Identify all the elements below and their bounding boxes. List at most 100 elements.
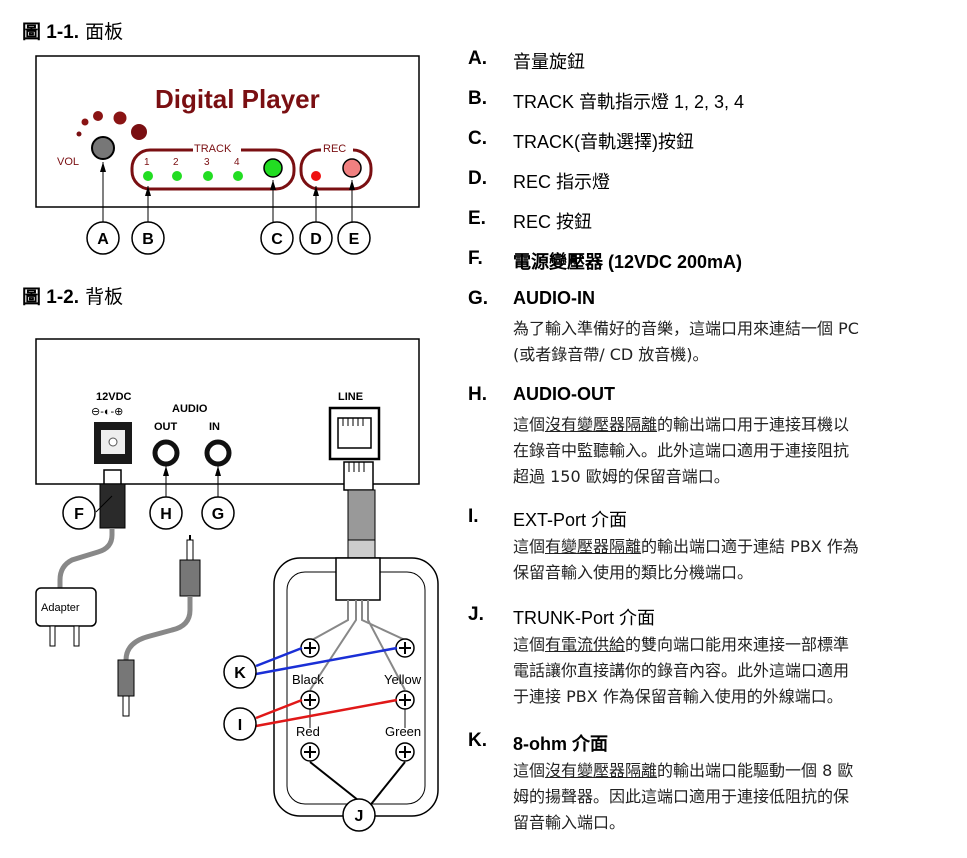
desc-line: 保留音輸入使用的類比分機端口。 (513, 563, 754, 582)
item-desc: 這個有電流供給的雙向端口能用來連接一部標準 電話讓你直接講你的錄音內容。此外這端… (513, 632, 953, 710)
svg-text:F: F (74, 506, 84, 523)
item-letter: F. (468, 248, 483, 269)
svg-text:I: I (238, 717, 242, 734)
item-letter: E. (468, 208, 486, 229)
item-letter: K. (468, 730, 487, 751)
vol-dot (93, 111, 103, 121)
item-head: TRACK(音軌選擇)按鈕 (513, 132, 694, 152)
figure-label: 圖 1-2. (22, 287, 80, 308)
rec-button[interactable] (342, 158, 362, 178)
audio-label: AUDIO (172, 403, 208, 415)
svg-text:K: K (234, 665, 246, 682)
track-number: 3 (204, 157, 210, 168)
item-letter: D. (468, 168, 487, 189)
track-number: 4 (234, 157, 240, 168)
callout-h: H (149, 496, 183, 530)
callout-b: B (131, 221, 165, 255)
desc-line: 電話讓你直接講你的錄音內容。此外這端口適用 (513, 661, 850, 680)
out-label: OUT (154, 421, 178, 433)
svg-text:D: D (310, 231, 322, 248)
desc-line: 這個有變壓器隔離的輸出端口適于連結 PBX 作為 (513, 537, 859, 556)
callout-e: E (337, 221, 371, 255)
item-head: 電源變壓器 (12VDC 200mA) (513, 252, 743, 272)
item-head: AUDIO-OUT (513, 384, 615, 404)
line-label: LINE (338, 391, 363, 403)
svg-text:J: J (355, 808, 364, 825)
wire-label-black: Black (292, 672, 324, 687)
track-led-2 (172, 171, 182, 181)
power-label: 12VDC (96, 391, 132, 403)
item-letter: C. (468, 128, 487, 149)
track-led-4 (233, 171, 243, 181)
svg-text:C: C (271, 231, 283, 248)
power-polarity: ⊖-◐-⊕ (91, 406, 123, 418)
callout-j: J (342, 798, 376, 832)
adapter (35, 587, 97, 627)
figure-name: 背板 (85, 286, 124, 308)
audio-out-jack[interactable] (152, 439, 180, 467)
desc-line: 留音輸入端口。 (513, 813, 626, 832)
item-letter: I. (468, 506, 479, 527)
figure-1-2-title: 圖 1-2. 背板 (22, 282, 123, 309)
item-desc: 這個沒有變壓器隔離的輸出端口能驅動一個 8 歐 姆的揚聲器。因此這端口適用于連接… (513, 758, 953, 836)
item-letter: A. (468, 48, 487, 69)
wire-label-red: Red (296, 724, 320, 739)
svg-text:G: G (212, 506, 224, 523)
desc-line: 這個有電流供給的雙向端口能用來連接一部標準 (513, 635, 850, 654)
adapter-label: Adapter (41, 602, 80, 614)
item-desc: 這個有變壓器隔離的輸出端口適于連結 PBX 作為 保留音輸入使用的類比分機端口。 (513, 534, 953, 586)
terminal-green (395, 690, 415, 710)
wire-label-yellow: Yellow (384, 672, 422, 687)
svg-text:A: A (97, 231, 109, 248)
audio-in-jack[interactable] (204, 439, 232, 467)
brand-label: Digital Player (155, 84, 320, 114)
front-panel: Digital Player VOL TRACK 1 2 3 4 REC (35, 55, 420, 255)
terminal-red (300, 690, 320, 710)
desc-line: 超過 150 歐姆的保留音端口。 (513, 467, 730, 486)
rec-led (311, 171, 321, 181)
track-led-1 (143, 171, 153, 181)
item-head: TRUNK-Port 介面 (513, 608, 656, 628)
vol-dot (113, 111, 127, 125)
svg-text:E: E (349, 231, 360, 248)
callout-f: F (62, 496, 96, 530)
terminal-black (300, 638, 320, 658)
vol-label: VOL (57, 156, 79, 168)
terminal-red-lower (300, 742, 320, 762)
in-label: IN (209, 421, 220, 433)
desc-line: 在錄音中監聽輸入。此外這端口適用于連接阻抗 (513, 441, 850, 460)
svg-text:B: B (142, 231, 154, 248)
figure-1-1-title: 圖 1-1. 面板 (22, 17, 123, 44)
track-button[interactable] (263, 158, 283, 178)
figure-name: 面板 (85, 21, 124, 43)
desc-line: 這個沒有變壓器隔離的輸出端口能驅動一個 8 歐 (513, 761, 854, 780)
callout-a: A (86, 221, 120, 255)
item-head: 音量旋鈕 (513, 52, 585, 72)
vol-dot (76, 131, 82, 137)
item-letter: G. (468, 288, 489, 309)
item-letter: J. (468, 604, 484, 625)
item-head: REC 按鈕 (513, 212, 593, 232)
volume-knob[interactable] (91, 136, 115, 160)
item-head: TRACK 音軌指示燈 1, 2, 3, 4 (513, 92, 745, 112)
desc-line: (或者錄音帶/ CD 放音機)。 (513, 345, 709, 364)
vol-dot (131, 124, 147, 140)
terminal-yellow (395, 638, 415, 658)
desc-line: 這個沒有變壓器隔離的輸出端口用于連接耳機以 (513, 415, 850, 434)
svg-text:H: H (160, 506, 172, 523)
desc-line: 為了輸入準備好的音樂，這端口用來連結一個 PC (513, 319, 859, 338)
track-number: 2 (173, 157, 179, 168)
item-desc: 為了輸入準備好的音樂，這端口用來連結一個 PC (或者錄音帶/ CD 放音機)。 (513, 316, 953, 368)
track-number: 1 (144, 157, 150, 168)
callout-k: K (223, 655, 257, 689)
item-desc: 這個沒有變壓器隔離的輸出端口用于連接耳機以 在錄音中監聽輸入。此外這端口適用于連… (513, 412, 953, 490)
back-panel: 12VDC ⊖-◐-⊕ AUDIO OUT IN LINE Adapter (35, 338, 439, 832)
callout-d: D (299, 221, 333, 255)
wire-label-green: Green (385, 724, 421, 739)
item-head: 8-ohm 介面 (513, 734, 609, 754)
rec-label: REC (323, 143, 346, 155)
callout-g: G (201, 496, 235, 530)
track-led-3 (203, 171, 213, 181)
terminal-green-lower (395, 742, 415, 762)
